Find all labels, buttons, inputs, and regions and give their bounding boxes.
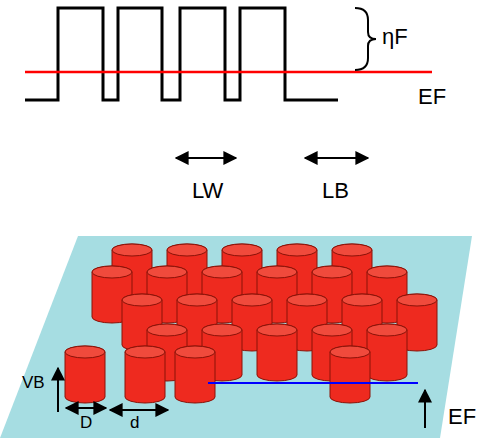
pillar-top [147, 324, 187, 336]
pillar [125, 346, 165, 403]
pillar [330, 346, 370, 403]
fermi-level-plane [208, 382, 418, 384]
pillar-top [342, 294, 382, 306]
brace [355, 8, 376, 70]
pillar-top [367, 266, 407, 278]
pillars [65, 244, 437, 403]
pillar [257, 324, 297, 381]
pillar-top [367, 324, 407, 336]
diameter-arrow [66, 407, 106, 409]
pillar-top [177, 294, 217, 306]
barrier-height-label: ηF [382, 26, 408, 48]
spacing-arrow [110, 409, 168, 411]
pillar-top [397, 294, 437, 306]
potential-profile [25, 8, 338, 100]
pillar-top [65, 346, 105, 358]
pillar-top [222, 244, 262, 256]
fermi-level-label: EF [418, 86, 446, 108]
pillar-top [330, 346, 370, 358]
pillar-top [277, 244, 317, 256]
substrate [0, 236, 472, 438]
fermi-level [25, 71, 432, 74]
pillar-top [287, 294, 327, 306]
well-width-label: LW [192, 180, 223, 202]
well-width-arrow [176, 157, 236, 159]
diameter-label: D [80, 414, 92, 431]
pillar-top [112, 244, 152, 256]
pillar-top [92, 266, 132, 278]
pillar-top [202, 266, 242, 278]
fermi-height-arrow [424, 390, 426, 428]
pillar-top [312, 324, 352, 336]
spacing-label: d [130, 414, 139, 431]
barrier-width-label: LB [322, 180, 349, 202]
pillar [367, 324, 407, 381]
pillar-top [125, 346, 165, 358]
height-arrow [57, 368, 59, 412]
height-label: VB [22, 374, 45, 391]
pillar-top [147, 266, 187, 278]
pillar-top [257, 266, 297, 278]
pillar [175, 346, 215, 403]
pillar-top [332, 244, 372, 256]
pillar-top [175, 346, 215, 358]
pillar-top [232, 294, 272, 306]
pillar-top [257, 324, 297, 336]
barrier-width-arrow [305, 157, 368, 159]
pillar-top [167, 244, 207, 256]
pillar-top [122, 294, 162, 306]
pillar-top [202, 324, 242, 336]
fermi-level-label: EF [448, 406, 476, 428]
pillar-top [312, 266, 352, 278]
pillar [65, 346, 105, 403]
